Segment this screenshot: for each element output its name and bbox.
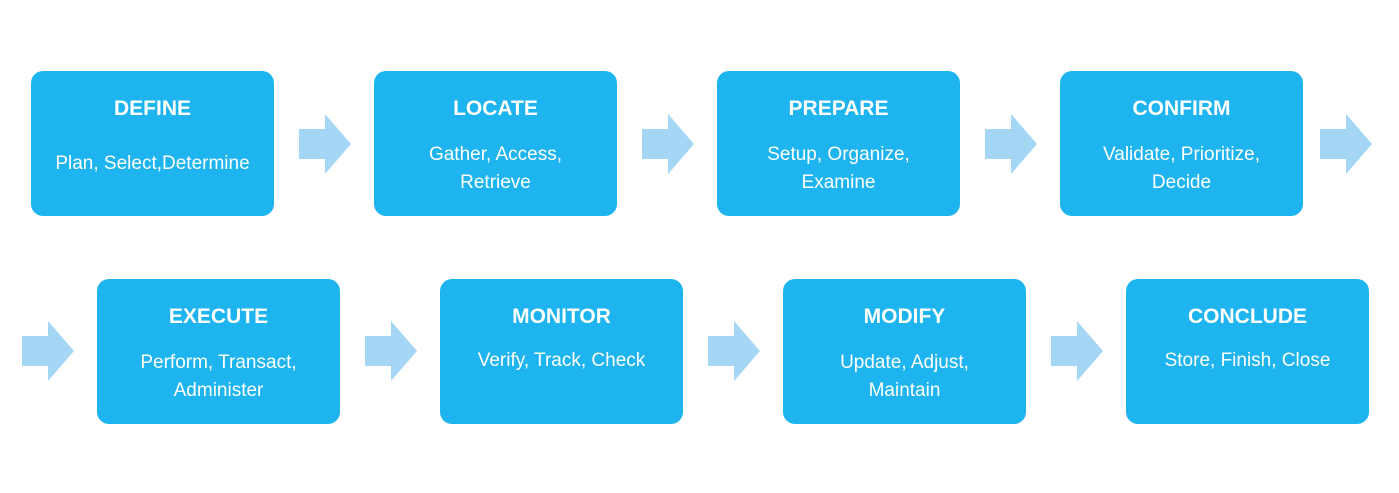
right-arrow-icon xyxy=(299,114,351,174)
step-monitor-box: MONITOR Verify, Track, Check xyxy=(440,279,683,424)
step-execute-box: EXECUTE Perform, Transact,Administer xyxy=(97,279,340,424)
step-title: DEFINE xyxy=(113,97,191,120)
step-conclude-box: CONCLUDE Store, Finish, Close xyxy=(1126,279,1369,424)
right-arrow-icon xyxy=(22,321,74,381)
step-prepare-box: PREPARE Setup, Organize,Examine xyxy=(717,71,960,216)
step-title: CONFIRM xyxy=(1132,97,1231,120)
step-description: Plan, Select,Determine xyxy=(55,153,250,174)
step-description: Update, Adjust,Maintain xyxy=(840,352,969,401)
step-confirm-box: CONFIRM Validate, Prioritize,Decide xyxy=(1060,71,1303,216)
step-description: Gather, Access,Retrieve xyxy=(428,144,563,193)
step-title: EXECUTE xyxy=(168,305,269,328)
right-arrow-icon xyxy=(708,321,760,381)
right-arrow-icon xyxy=(985,114,1037,174)
step-description: Verify, Track, Check xyxy=(477,350,646,371)
step-description: Perform, Transact,Administer xyxy=(140,352,297,401)
step-description: Setup, Organize,Examine xyxy=(767,144,910,193)
step-title: MODIFY xyxy=(863,305,946,328)
step-title: PREPARE xyxy=(788,97,889,120)
step-define-box: DEFINE Plan, Select,Determine xyxy=(31,71,274,216)
step-locate-box: LOCATE Gather, Access,Retrieve xyxy=(374,71,617,216)
step-title: CONCLUDE xyxy=(1188,305,1307,328)
step-description: Store, Finish, Close xyxy=(1164,350,1331,371)
right-arrow-icon xyxy=(1051,321,1103,381)
right-arrow-icon xyxy=(1320,114,1372,174)
step-title: MONITOR xyxy=(512,305,611,328)
step-description: Validate, Prioritize,Decide xyxy=(1103,144,1260,193)
step-modify-box: MODIFY Update, Adjust,Maintain xyxy=(783,279,1026,424)
step-title: LOCATE xyxy=(453,97,538,120)
right-arrow-icon xyxy=(642,114,694,174)
right-arrow-icon xyxy=(365,321,417,381)
